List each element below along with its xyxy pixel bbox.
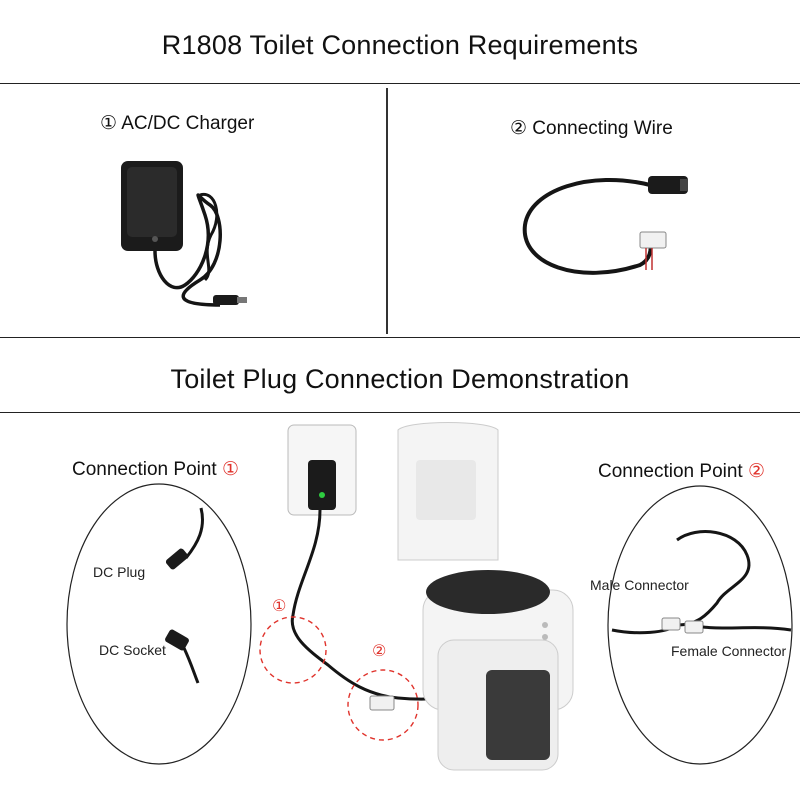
- connection-point-1-number: ①: [222, 459, 240, 480]
- demo-title: Toilet Plug Connection Demonstration: [170, 364, 630, 394]
- connection-point-1-ellipse: [66, 483, 252, 765]
- divider-top: [0, 83, 800, 84]
- connection-point-1-text: Connection Point: [72, 459, 222, 480]
- toilet-connection-illustration: [259, 422, 574, 771]
- divider-demo: [0, 412, 800, 413]
- dc-socket-label: DC Socket: [99, 642, 166, 658]
- connection-point-2-ellipse: [607, 485, 793, 765]
- callout-2: ②: [372, 643, 387, 660]
- male-connector-label: Male Connector: [590, 577, 689, 593]
- dc-plug-label: DC Plug: [93, 564, 146, 580]
- connecting-wire-image: [522, 176, 688, 275]
- divider-vertical: [386, 88, 388, 334]
- page-title: R1808 Toilet Connection Requirements: [161, 30, 639, 60]
- ac-dc-charger-image: [121, 161, 247, 307]
- connection-point-2-label: Connection Point ②: [598, 460, 765, 483]
- female-connector-label: Female Connector: [671, 643, 787, 659]
- connection-point-2-number: ②: [748, 461, 766, 482]
- connection-point-2-text: Connection Point: [598, 461, 748, 482]
- callout-1: ①: [272, 598, 287, 615]
- divider-middle: [0, 337, 800, 338]
- item-label-charger: ① AC/DC Charger: [100, 113, 255, 134]
- item-label-wire: ② Connecting Wire: [510, 118, 673, 139]
- connection-point-1-label: Connection Point ①: [72, 458, 239, 481]
